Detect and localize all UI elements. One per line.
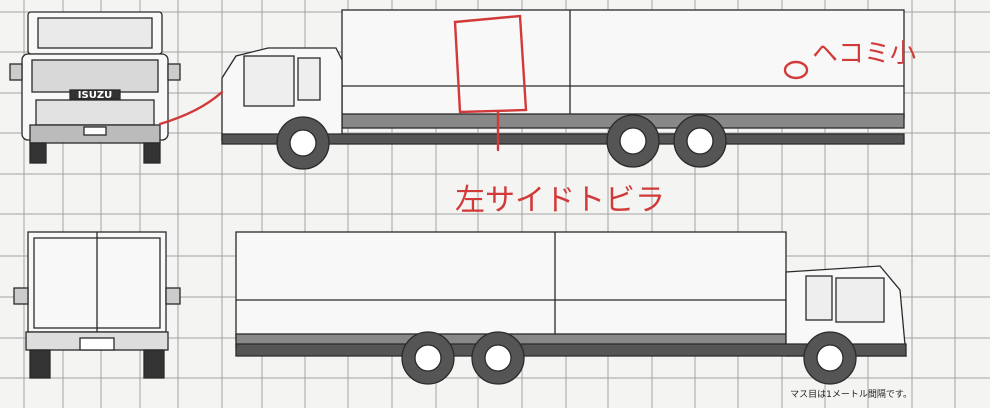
- front-view: [9, 11, 181, 164]
- left-side-view: [221, 9, 905, 170]
- rear-view: [13, 231, 181, 379]
- annotation-dent: ヘコミ小: [812, 39, 916, 69]
- right-side-view: [235, 231, 907, 385]
- annotation-left-door: 左サイドトビラ: [455, 183, 665, 218]
- scale-note: マス目は1メートル間隔です。: [790, 390, 912, 400]
- red-annotations: [158, 14, 809, 152]
- brand-logo: ISUZU: [78, 90, 112, 101]
